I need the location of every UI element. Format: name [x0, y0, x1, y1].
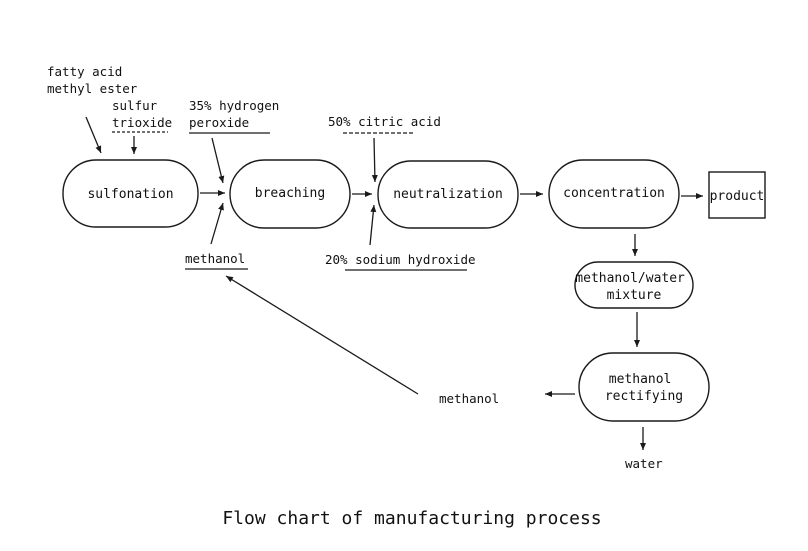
concentration-node: concentration — [548, 159, 680, 229]
sulfonation-text: sulfonation — [87, 187, 173, 202]
rectifying-line1: methanol — [609, 372, 672, 387]
methanol-input-label: methanol — [185, 251, 245, 266]
breaching-shape — [229, 159, 351, 229]
methanol-water-mixture-text: methanol/water mixture — [575, 271, 692, 303]
neutralization-node: neutralization — [377, 160, 519, 229]
water-output-label: water — [625, 456, 663, 471]
breaching-text: breaching — [255, 186, 325, 201]
concentration-text: concentration — [563, 186, 665, 201]
arrow-hydrogen-peroxide-to-breaching — [211, 137, 225, 184]
breaching-node: breaching — [229, 159, 351, 229]
methanol-water-mixture-node: methanol/water mixture — [574, 261, 694, 309]
neutralization-shape — [377, 160, 519, 229]
product-text: product — [710, 189, 765, 204]
hydrogen-peroxide-line1: 35% hydrogen — [189, 98, 279, 113]
arrow-sodium-hydroxide-to-neutralization — [369, 204, 377, 246]
arrow-methanol-recycle — [225, 275, 419, 395]
methanol-rectifying-shape — [578, 352, 710, 422]
product-shape — [708, 171, 766, 219]
sodium-hydroxide-label: 20% sodium hydroxide — [325, 252, 476, 267]
hydrogen-peroxide-label: 35% hydrogen peroxide — [189, 98, 287, 130]
sulfur-trioxide-label: sulfur trioxide — [112, 98, 172, 130]
fatty-acid-label: fatty acid methyl ester — [47, 64, 138, 96]
sulfur-trioxide-line1: sulfur — [112, 98, 158, 113]
rectifying-line2: rectifying — [605, 389, 683, 404]
concentration-shape — [548, 159, 680, 229]
neutralization-text: neutralization — [393, 187, 503, 202]
methanol-rectifying-node: methanol rectifying — [578, 352, 710, 422]
diagram-caption: Flow chart of manufacturing process — [222, 508, 601, 529]
sulfonation-node: sulfonation — [62, 159, 199, 228]
hydrogen-peroxide-line2: peroxide — [189, 115, 249, 130]
methanol-water-line1: methanol/water — [575, 271, 685, 286]
arrow-fatty-acid-to-sulfonation — [85, 116, 102, 154]
sulfur-trioxide-line2: trioxide — [112, 115, 172, 130]
fatty-acid-line1: fatty acid — [47, 64, 122, 79]
product-node: product — [708, 171, 766, 219]
methanol-water-mixture-shape — [574, 261, 694, 309]
arrow-methanol-to-breaching — [210, 202, 224, 245]
arrow-citric-acid-to-neutralization — [371, 137, 378, 183]
citric-acid-label: 50% citric acid — [328, 114, 441, 129]
methanol-rectifying-text: methanol rectifying — [605, 372, 683, 404]
methanol-output-label: methanol — [439, 391, 499, 406]
fatty-acid-line2: methyl ester — [47, 81, 138, 96]
methanol-water-line2: mixture — [607, 288, 662, 303]
sulfonation-shape — [62, 159, 199, 228]
